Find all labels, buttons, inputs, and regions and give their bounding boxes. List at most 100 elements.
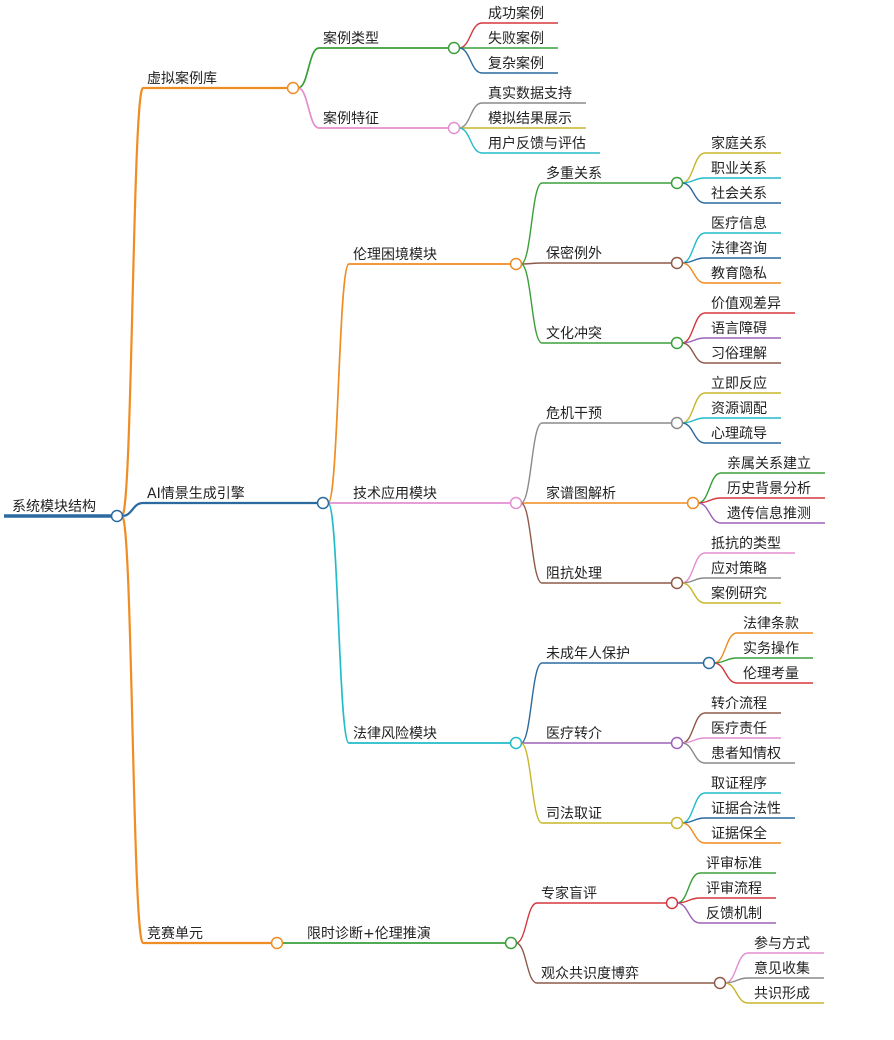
link-0.1.1.0	[520, 422, 543, 504]
link-0.2	[120, 514, 145, 945]
node-label: 证据保全	[711, 825, 767, 842]
node-dot[interactable]	[665, 896, 679, 910]
node-dot[interactable]	[670, 416, 684, 430]
link-0.1.0.0.2	[681, 182, 706, 204]
node-dot[interactable]	[670, 736, 684, 750]
node-dot[interactable]	[702, 656, 716, 670]
node-dot[interactable]	[509, 257, 523, 271]
link-0.1	[121, 501, 144, 518]
link-0.1.2.1.1	[681, 737, 706, 744]
node-label: 社会关系	[711, 186, 767, 202]
node-label: 虚拟案例库	[147, 70, 217, 87]
node-dot[interactable]	[110, 509, 124, 523]
link-0.0.1.0	[458, 102, 483, 129]
node-label: AI情景生成引擎	[147, 486, 245, 502]
link-0.1.0.2.1	[681, 337, 706, 344]
link-0.1.0	[327, 263, 350, 504]
node-label: 语言障碍	[711, 321, 767, 337]
node-label: 职业关系	[711, 161, 767, 177]
node-dot[interactable]	[670, 256, 684, 270]
link-0.2.0.0.0	[676, 872, 701, 904]
node-label: 家庭关系	[711, 135, 767, 152]
node-label: 竞赛单元	[147, 925, 203, 942]
link-0.1.2.0.0	[713, 632, 738, 664]
node-label: 价值观差异	[711, 296, 781, 312]
link-0.1.0.2	[520, 263, 543, 344]
link-0.1.2.0	[520, 662, 543, 744]
link-0.2.0.0.2	[676, 902, 701, 924]
branch-links	[4, 22, 825, 1004]
link-0.2.0.1.2	[724, 982, 749, 1004]
node-dot[interactable]	[686, 496, 700, 510]
node-label: 法律风险模块	[353, 726, 437, 742]
link-0.0.1	[297, 87, 320, 129]
node-dot[interactable]	[447, 121, 461, 135]
link-0.1.0.2.0	[681, 312, 706, 344]
link-0.1.2.0.1	[713, 657, 738, 664]
node-dot[interactable]	[504, 936, 518, 950]
node-dot[interactable]	[270, 936, 284, 950]
link-0.1.1.2.1	[681, 577, 706, 584]
node-label: 用户反馈与评估	[488, 135, 586, 152]
node-dot[interactable]	[670, 176, 684, 190]
node-label: 多重关系	[546, 165, 602, 182]
node-label: 家谱图解析	[546, 485, 616, 502]
node-label: 司法取证	[546, 806, 602, 822]
node-label: 限时诊断+伦理推演	[307, 926, 431, 942]
node-label: 习俗理解	[711, 346, 767, 362]
node-label: 意见收集	[754, 960, 810, 977]
node-dot[interactable]	[509, 736, 523, 750]
link-0.2.0.1	[515, 942, 538, 984]
node-label: 危机干预	[546, 406, 602, 422]
node-label: 参与方式	[754, 935, 810, 952]
node-dot[interactable]	[670, 336, 684, 350]
node-label: 保密例外	[546, 245, 602, 262]
node-label: 真实数据支持	[488, 86, 572, 102]
link-0.1.1.1.1	[697, 497, 722, 504]
root-node-label: 系统模块结构	[12, 499, 96, 515]
link-0.1.1.0.1	[681, 417, 706, 424]
link-0.2.0.0	[515, 902, 538, 944]
node-label: 亲属关系建立	[727, 456, 811, 472]
link-0.2.0.1.0	[724, 952, 749, 984]
link-0.1.1.2.2	[681, 582, 706, 604]
node-dot[interactable]	[286, 81, 300, 95]
node-dot[interactable]	[316, 496, 330, 510]
node-label: 医疗转介	[546, 726, 602, 742]
link-0.1.2.1.2	[681, 742, 706, 764]
link-0.1.0.1.1	[681, 257, 706, 264]
node-dot[interactable]	[670, 576, 684, 590]
node-label: 专家盲评	[541, 885, 597, 902]
node-label: 阻抗处理	[546, 566, 602, 582]
node-label: 文化冲突	[546, 326, 602, 342]
link-0.0	[120, 86, 145, 518]
node-label: 共识形成	[754, 986, 810, 1002]
node-label: 转介流程	[711, 696, 767, 712]
node-label: 患者知情权	[711, 745, 781, 762]
node-dot[interactable]	[670, 816, 684, 830]
node-label: 应对策略	[711, 560, 767, 577]
link-0.1.0.0.0	[681, 152, 706, 184]
link-0.0.0.0	[458, 22, 483, 49]
link-0.1.0.1.0	[681, 232, 706, 264]
link-0.1.1.0.0	[681, 392, 706, 424]
node-label: 法律条款	[743, 615, 799, 632]
node-label: 取证程序	[711, 776, 767, 792]
node-label: 证据合法性	[711, 801, 781, 817]
node-label: 技术应用模块	[353, 485, 437, 502]
node-label: 医疗信息	[711, 215, 767, 232]
node-label: 医疗责任	[711, 721, 767, 737]
node-label: 案例特征	[323, 110, 379, 127]
link-0.1.2.2.2	[681, 822, 706, 844]
link-0.1.0.1.2	[681, 262, 706, 284]
node-dot[interactable]	[509, 496, 523, 510]
node-dot[interactable]	[447, 41, 461, 55]
node-label: 立即反应	[711, 375, 767, 392]
node-label: 心理疏导	[711, 426, 767, 442]
node-label: 伦理困境模块	[353, 247, 437, 263]
node-label: 未成年人保护	[546, 646, 630, 662]
link-0.1.1.0.2	[681, 422, 706, 444]
branch-nodes: 系统模块结构虚拟案例库案例类型成功案例失败案例复杂案例案例特征真实数据支持模拟结…	[12, 5, 811, 1002]
node-dot[interactable]	[713, 976, 727, 990]
